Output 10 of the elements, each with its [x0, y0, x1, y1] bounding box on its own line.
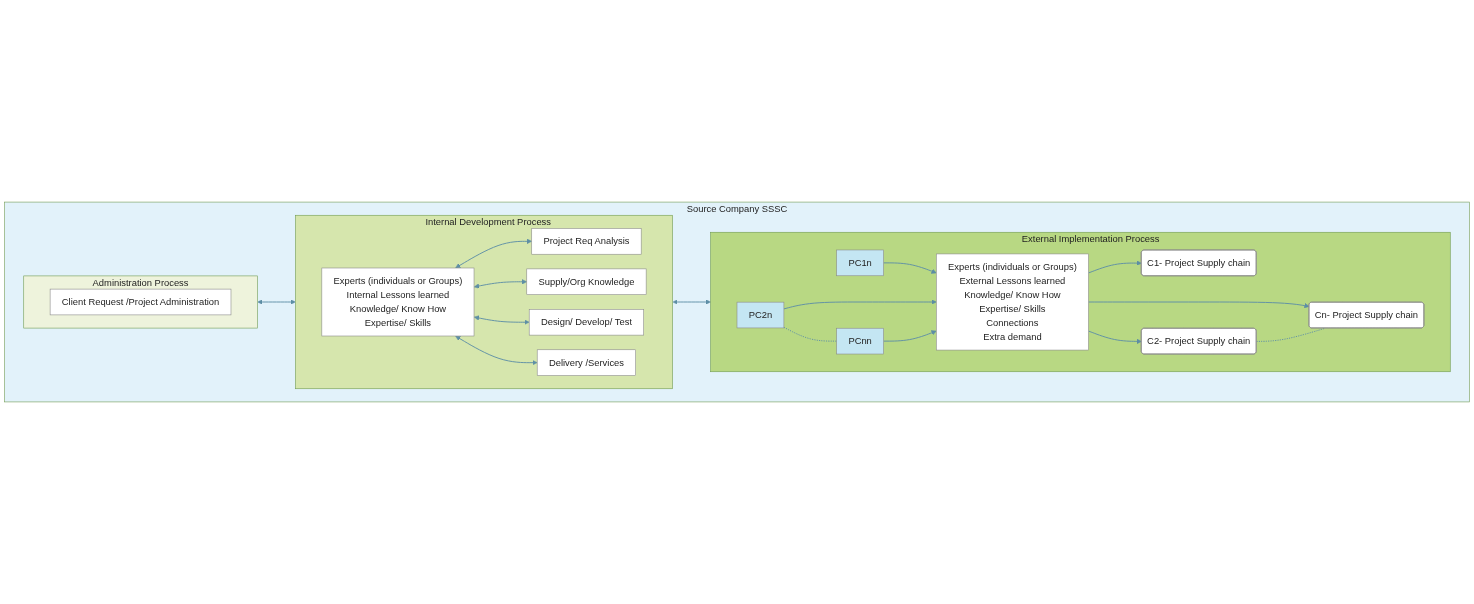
node-box: Delivery /Services — [536, 349, 636, 376]
node-box: PC2n — [736, 301, 785, 329]
node-box: Supply/Org Knowledge — [526, 268, 647, 295]
node-box: Experts (individuals or Groups) External Lessons learned Knowledge/ Know How Expertise/ Skills Connections Extra demand — [936, 253, 1089, 351]
node-box: Client Request /Project Administration — [49, 288, 232, 316]
node-box: Experts (individuals or Groups) Internal Lessons learned Knowledge/ Know How Expertise/ Skills — [321, 267, 475, 337]
node-box: PCnn — [836, 327, 884, 355]
node-box: Design/ Develop/ Test — [528, 309, 644, 336]
node-box: Project Req Analysis — [531, 228, 642, 255]
node-box: PC1n — [836, 249, 884, 277]
